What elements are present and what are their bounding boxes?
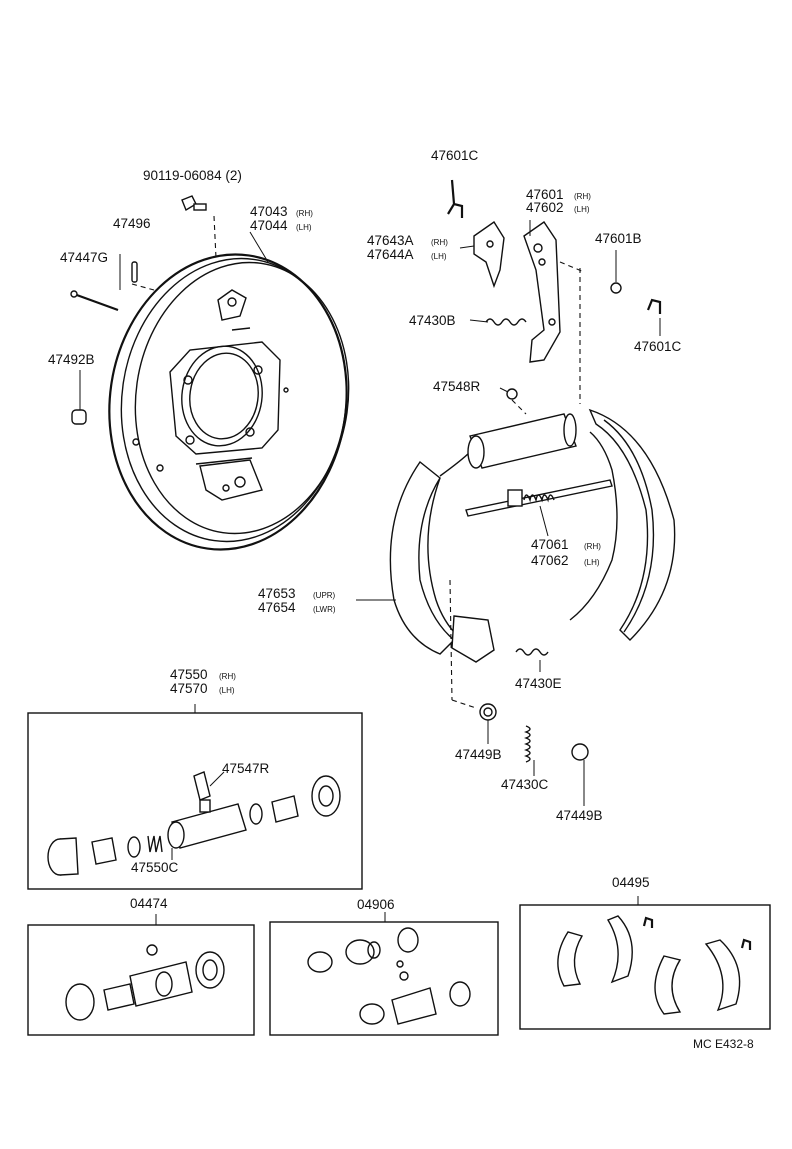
label-cylinder-lh: 47570 [170, 681, 208, 696]
hold-down-pin-icon[interactable] [70, 290, 119, 312]
bleeder-top-icon[interactable] [506, 388, 527, 415]
label-shoe-upr-suffix: (UPR) [313, 591, 336, 600]
cup-small-icon[interactable] [127, 836, 141, 858]
backing-plate[interactable] [91, 239, 366, 565]
label-backing-plate-rh: 47043 [250, 204, 288, 219]
wheel-cylinder-box [27, 704, 363, 890]
label-cylinder-lh-suffix: (LH) [219, 686, 235, 695]
bleeder-kit-icon[interactable] [193, 771, 211, 801]
label-cylinder-rh-suffix: (RH) [219, 672, 236, 681]
plug-icon[interactable] [71, 409, 87, 425]
label-hold-down-pin: 47447G [60, 250, 108, 265]
kit-04474-box [27, 914, 255, 1036]
label-plug: 47492B [48, 352, 95, 367]
boot-right-icon[interactable] [311, 775, 341, 817]
label-lever-lh: 47602 [526, 200, 564, 215]
washer-b-icon[interactable] [610, 282, 622, 294]
label-kit-04495: 04495 [612, 875, 650, 890]
label-backing-plate-lh: 47044 [250, 218, 288, 233]
label-backing-plate-rh-suffix: (RH) [296, 209, 313, 218]
lever-icon[interactable] [523, 221, 585, 404]
diagram-code: MC E432-8 [693, 1037, 754, 1051]
piston-left-icon[interactable] [91, 837, 117, 865]
cup-right-icon[interactable] [571, 743, 589, 761]
label-lever-rh: 47601 [526, 187, 564, 202]
label-adjuster-lh: 47062 [531, 553, 569, 568]
label-strut-lh: 47644A [367, 247, 414, 262]
label-bolt: 90119-06084 (2) [143, 168, 242, 183]
clip-c-top-icon[interactable] [447, 179, 464, 218]
label-washer-b: 47601B [595, 231, 642, 246]
label-adjuster-lh-suffix: (LH) [584, 558, 600, 567]
label-kit-04474: 04474 [130, 896, 168, 911]
label-clip-c-right: 47601C [634, 339, 682, 354]
label-spring-b: 47430B [409, 313, 456, 328]
label-cup-right: 47449B [556, 808, 603, 823]
label-bleeder-top: 47548R [433, 379, 481, 394]
label-spring-e: 47430E [515, 676, 562, 691]
brake-shoe-left[interactable] [389, 460, 495, 663]
cup-left-icon[interactable] [479, 703, 497, 721]
bolt-icon[interactable] [181, 195, 217, 259]
label-spring-kit: 47550C [131, 860, 179, 875]
label-lever-lh-suffix: (LH) [574, 205, 590, 214]
label-clip-c-top: 47601C [431, 148, 479, 163]
label-strut-rh-suffix: (RH) [431, 238, 448, 247]
kit-04906-box [269, 912, 499, 1036]
label-shoe-lwr: 47654 [258, 600, 296, 615]
cup-right-small-icon[interactable] [249, 803, 263, 825]
cylinder-body-icon[interactable] [167, 799, 247, 849]
label-spring-c: 47430C [501, 777, 549, 792]
boot-left-icon[interactable] [47, 837, 79, 876]
labels: 90119-06084 (2) 47496 47447G 47492B 4704… [48, 148, 754, 1051]
label-backing-plate-lh-suffix: (LH) [296, 223, 312, 232]
label-strut-lh-suffix: (LH) [431, 252, 447, 261]
label-kit-04906: 04906 [357, 897, 395, 912]
spring-e-icon[interactable] [515, 648, 549, 656]
pin-icon[interactable] [131, 261, 155, 291]
spring-c-icon[interactable] [524, 725, 531, 763]
kit-04495-box [519, 896, 771, 1030]
label-adjuster-rh: 47061 [531, 537, 569, 552]
clip-c-right-icon[interactable] [646, 298, 662, 314]
adjuster-icon[interactable] [465, 479, 613, 517]
spring-b-icon[interactable] [485, 318, 527, 326]
leader-lines [79, 220, 661, 806]
label-lever-rh-suffix: (RH) [574, 192, 591, 201]
label-cup-left: 47449B [455, 747, 502, 762]
label-pin: 47496 [113, 216, 151, 231]
spring-small-icon[interactable] [147, 835, 163, 853]
piston-right-icon[interactable] [271, 795, 299, 823]
label-strut-rh: 47643A [367, 233, 414, 248]
strut-icon[interactable] [473, 221, 505, 289]
label-bleeder-kit: 47547R [222, 761, 270, 776]
wheel-cylinder-main[interactable] [467, 413, 577, 469]
label-shoe-lwr-suffix: (LWR) [313, 605, 336, 614]
label-adjuster-rh-suffix: (RH) [584, 542, 601, 551]
label-cylinder-rh: 47550 [170, 667, 208, 682]
label-shoe-upr: 47653 [258, 586, 296, 601]
